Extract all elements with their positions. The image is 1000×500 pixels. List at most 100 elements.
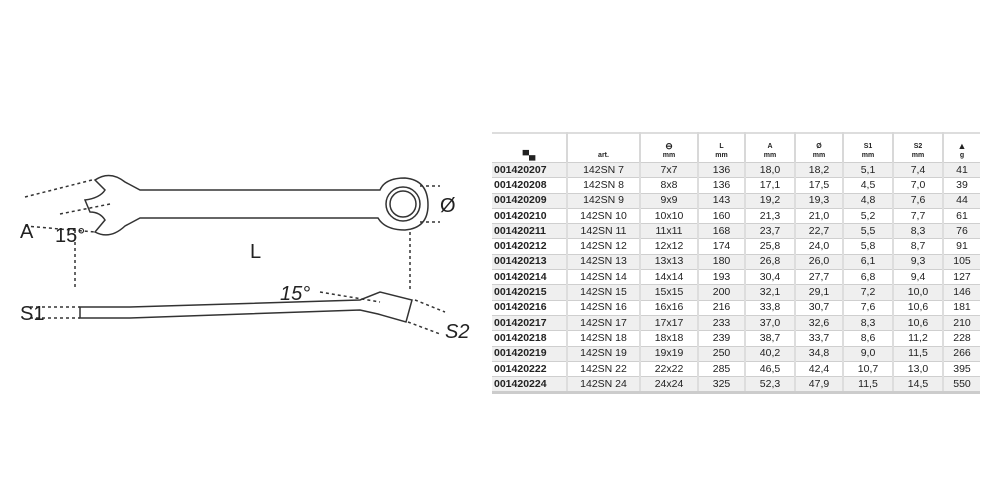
table-cell: 395 xyxy=(942,360,980,377)
table-cell: 39 xyxy=(942,177,980,194)
header-unit: mm xyxy=(662,152,676,159)
table-cell: 200 xyxy=(697,284,745,301)
wrench-size-icon: ⊖ xyxy=(665,141,673,151)
table-cell: 21,3 xyxy=(744,207,795,224)
table-cell: 76 xyxy=(942,223,980,239)
table-cell: 001420217 xyxy=(492,314,567,331)
table-cell: 61 xyxy=(942,207,980,224)
table-cell: 5,2 xyxy=(842,207,893,224)
table-cell: 142SN 15 xyxy=(566,284,640,301)
table-cell: 14,5 xyxy=(892,376,943,395)
table-cell: 4,5 xyxy=(842,177,893,194)
table-cell: 001420222 xyxy=(492,360,567,377)
table-cell: 10,6 xyxy=(892,299,943,316)
table-cell: 001420224 xyxy=(492,376,567,395)
table-cell: 250 xyxy=(697,345,745,362)
column-header: ▲g xyxy=(942,133,980,163)
table-cell: 136 xyxy=(697,177,745,194)
table-cell: 13x13 xyxy=(639,253,698,270)
table-cell: 127 xyxy=(942,269,980,285)
table-cell: 26,8 xyxy=(744,253,795,270)
table-cell: 38,7 xyxy=(744,330,795,347)
header-unit: mm xyxy=(763,152,777,159)
table-cell: 24,0 xyxy=(794,238,843,255)
table-cell: 4,8 xyxy=(842,192,893,209)
table-cell: 37,0 xyxy=(744,314,795,331)
table-cell: 001420218 xyxy=(492,330,567,347)
table-cell: 8,6 xyxy=(842,330,893,347)
table-cell: 210 xyxy=(942,314,980,331)
table-cell: 12x12 xyxy=(639,238,698,255)
table-cell: 33,7 xyxy=(794,330,843,347)
table-cell: 46,5 xyxy=(744,360,795,377)
table-cell: 11x11 xyxy=(639,223,698,239)
table-cell: 23,7 xyxy=(744,223,795,239)
label-a: A xyxy=(20,221,34,243)
table-cell: 17x17 xyxy=(639,314,698,331)
table-cell: 7,6 xyxy=(892,192,943,209)
table-cell: 266 xyxy=(942,345,980,362)
table-cell: 5,8 xyxy=(842,238,893,255)
header-label: A xyxy=(767,143,773,150)
table-cell: 001420208 xyxy=(492,177,567,194)
header-label: Ø xyxy=(816,143,822,150)
table-cell: 142SN 11 xyxy=(566,223,640,239)
table-cell: 142SN 9 xyxy=(566,192,640,209)
table-cell: 22x22 xyxy=(639,360,698,377)
table-cell: 26,0 xyxy=(794,253,843,270)
table-cell: 11,5 xyxy=(842,376,893,395)
header-label: L xyxy=(719,143,724,150)
wrench-diagram: A 15° L Ø S1 15° S2 xyxy=(20,174,469,343)
label-s2: S2 xyxy=(445,321,469,343)
table-cell: 17,1 xyxy=(744,177,795,194)
table-cell: 11,2 xyxy=(892,330,943,347)
table-cell: 9x9 xyxy=(639,192,698,209)
column-header: ▀▄ xyxy=(492,133,567,163)
table-cell: 6,1 xyxy=(842,253,893,270)
table-cell: 001420219 xyxy=(492,345,567,362)
table-cell: 18,2 xyxy=(794,161,843,178)
table-cell: 168 xyxy=(697,223,745,239)
table-cell: 27,7 xyxy=(794,269,843,285)
table-cell: 142SN 24 xyxy=(566,376,640,395)
table-cell: 44 xyxy=(942,192,980,209)
table-cell: 325 xyxy=(697,376,745,395)
table-cell: 7,6 xyxy=(842,299,893,316)
table-cell: 193 xyxy=(697,269,745,285)
table-cell: 18x18 xyxy=(639,330,698,347)
header-unit: mm xyxy=(911,152,925,159)
table-cell: 15x15 xyxy=(639,284,698,301)
table-cell: 52,3 xyxy=(744,376,795,395)
table-cell: 001420215 xyxy=(492,284,567,301)
table-cell: 001420209 xyxy=(492,192,567,209)
label-l: L xyxy=(250,241,261,263)
table-cell: 41 xyxy=(942,161,980,178)
table-cell: 239 xyxy=(697,330,745,347)
table-cell: 30,7 xyxy=(794,299,843,316)
table-cell: 180 xyxy=(697,253,745,270)
table-cell: 285 xyxy=(697,360,745,377)
header-unit: mm xyxy=(861,152,875,159)
table-cell: 142SN 13 xyxy=(566,253,640,270)
table-cell: 136 xyxy=(697,161,745,178)
table-cell: 42,4 xyxy=(794,360,843,377)
code-icon: ▀▄ xyxy=(522,150,536,160)
table-cell: 47,9 xyxy=(794,376,843,395)
table-cell: 142SN 7 xyxy=(566,161,640,178)
table-cell: 143 xyxy=(697,192,745,209)
table-cell: 142SN 16 xyxy=(566,299,640,316)
table-cell: 7,4 xyxy=(892,161,943,178)
